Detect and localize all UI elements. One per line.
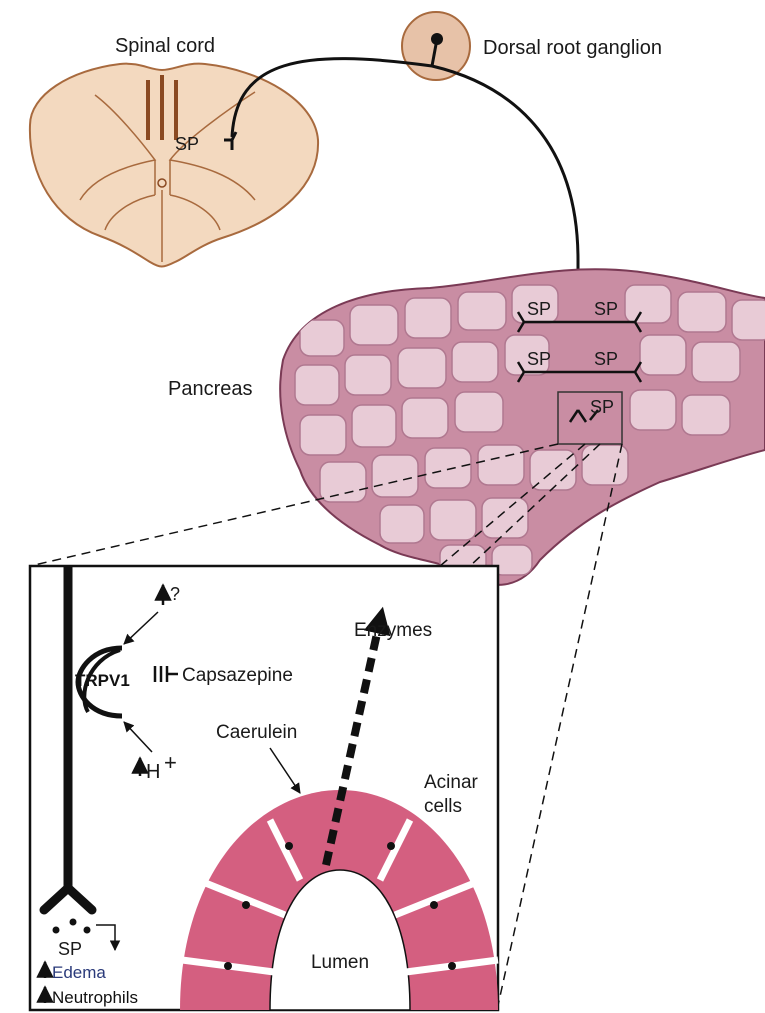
sp-terminal-label: SP [590,397,614,417]
pancreas-label: Pancreas [168,378,253,400]
drg-label: Dorsal root ganglion [483,37,662,59]
dorsal-root-ganglion [402,12,470,80]
spinal-cord-label: Spinal cord [115,35,215,57]
lumen-label: Lumen [311,952,369,973]
sp-terminal-label: SP [527,299,551,319]
enzymes-label: Enzymes [354,620,432,641]
sp-terminal-label: SP [594,349,618,369]
sp-terminal-label: SP [527,349,551,369]
spinal-cord-outline [30,64,318,267]
pancreas [280,269,765,585]
spinal-cord [30,64,318,267]
effect-edema: Edema [52,963,106,982]
caerulein-label: Caerulein [216,722,297,743]
sp-terminal-label: SP [594,299,618,319]
sp-released-label: SP [58,939,82,959]
acinar-cells-label: Acinar [424,772,479,793]
effect-neutrophils: Neutrophils [52,988,138,1007]
h-plus-sign: + [164,750,177,775]
sp-spinal-label: SP [175,134,199,154]
unknown-activator-label: ? [170,584,180,604]
trpv1-label: TRPV1 [75,671,130,690]
h-plus-label: H [146,761,160,783]
acinar-cells-label-2: cells [424,796,462,817]
capsazepine-label: Capsazepine [182,665,293,686]
